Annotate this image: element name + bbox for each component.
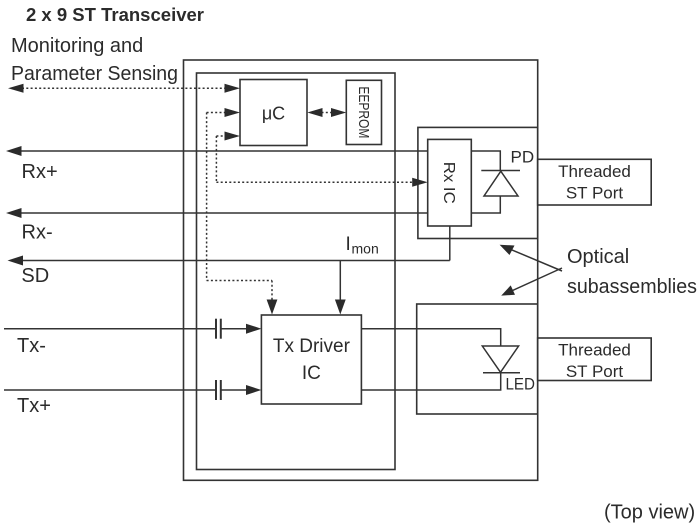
svg-text:PD: PD	[511, 148, 535, 167]
svg-text:Tx+: Tx+	[17, 395, 51, 417]
svg-text:2 x 9 ST Transceiver: 2 x 9 ST Transceiver	[26, 5, 204, 25]
svg-text:EEPROM: EEPROM	[355, 86, 372, 138]
svg-text:IC: IC	[302, 363, 321, 384]
svg-text:SD: SD	[21, 265, 49, 287]
svg-text:LED: LED	[506, 375, 536, 394]
svg-text:Tx Driver: Tx Driver	[273, 336, 351, 357]
svg-text:(Top view): (Top view)	[604, 502, 695, 524]
svg-text:Rx IC: Rx IC	[440, 162, 457, 204]
svg-text:Threaded: Threaded	[558, 341, 631, 360]
svg-text:Optical: Optical	[567, 246, 629, 268]
svg-text:ST Port: ST Port	[566, 184, 624, 203]
svg-text:Tx-: Tx-	[17, 335, 46, 357]
svg-text:Monitoring and: Monitoring and	[11, 35, 143, 57]
svg-text:Rx+: Rx+	[22, 161, 58, 183]
svg-text:I: I	[346, 234, 351, 255]
svg-text:Threaded: Threaded	[558, 162, 631, 181]
svg-text:μC: μC	[262, 104, 285, 124]
svg-text:Parameter Sensing: Parameter Sensing	[11, 63, 178, 85]
svg-text:ST Port: ST Port	[566, 362, 624, 381]
svg-text:mon: mon	[352, 241, 379, 257]
svg-text:subassemblies: subassemblies	[567, 276, 697, 298]
svg-text:Rx-: Rx-	[22, 222, 53, 244]
